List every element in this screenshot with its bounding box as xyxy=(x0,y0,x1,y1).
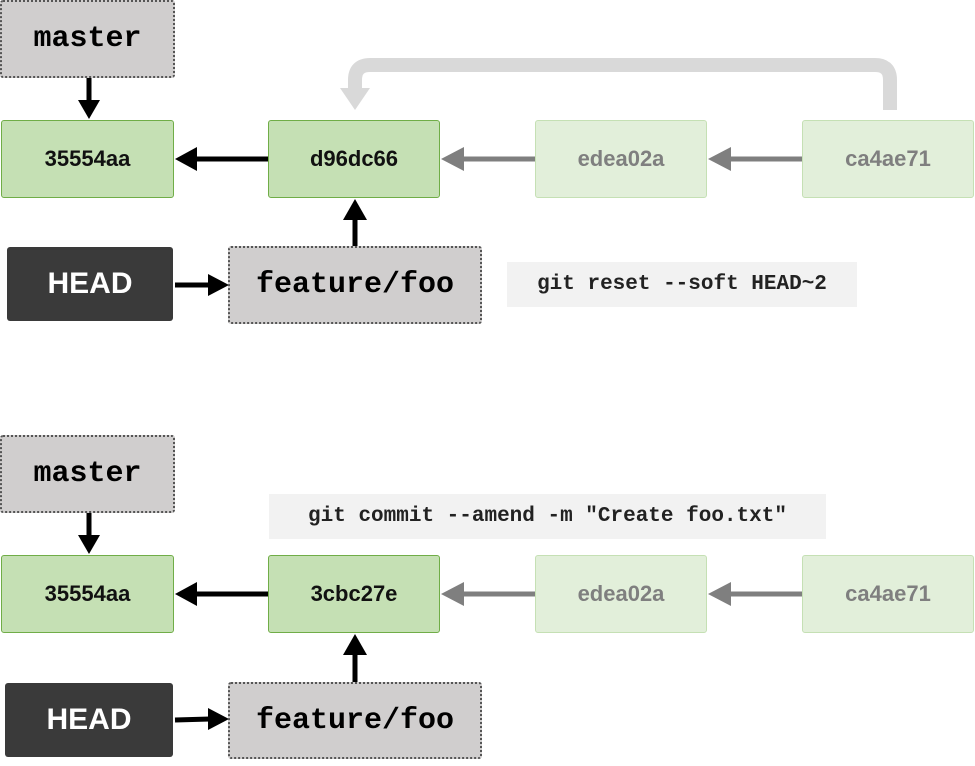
commit-edea02a-bottom: edea02a xyxy=(535,555,707,633)
reset-arrow-path xyxy=(348,58,897,110)
reset-arrow-head xyxy=(340,88,370,110)
arrow-head xyxy=(78,535,100,554)
feature-branch-ref-top: feature/foo xyxy=(228,246,482,324)
commit-35554aa-top: 35554aa xyxy=(1,120,174,198)
arrow-head xyxy=(175,147,197,171)
master-ref-top: master xyxy=(0,0,175,78)
feature-branch-ref-bottom: feature/foo xyxy=(228,682,482,759)
arrow-head xyxy=(208,274,229,296)
head-ref-top: HEAD xyxy=(7,247,173,321)
commit-edea02a-top: edea02a xyxy=(535,120,707,198)
commit-ca4ae71-top: ca4ae71 xyxy=(802,120,974,198)
command-amend: git commit --amend -m "Create foo.txt" xyxy=(269,494,826,539)
master-ref-bottom: master xyxy=(0,435,175,513)
arrow-head xyxy=(708,147,731,171)
head-ref-bottom: HEAD xyxy=(5,683,173,757)
arrow-head xyxy=(343,634,367,655)
commit-3cbc27e-bottom: 3cbc27e xyxy=(268,555,440,633)
arrow-head-to-branch xyxy=(174,716,211,723)
arrow-head xyxy=(343,199,367,220)
arrow-head xyxy=(708,582,731,606)
arrow-head xyxy=(78,100,100,119)
command-reset: git reset --soft HEAD~2 xyxy=(507,262,857,307)
arrow-head xyxy=(175,582,197,606)
arrow-head xyxy=(441,582,464,606)
arrow-head xyxy=(441,147,464,171)
commit-ca4ae71-bottom: ca4ae71 xyxy=(802,555,974,633)
commit-35554aa-bottom: 35554aa xyxy=(1,555,174,633)
commit-d96dc66-top: d96dc66 xyxy=(268,120,440,198)
arrow-head xyxy=(208,708,229,730)
